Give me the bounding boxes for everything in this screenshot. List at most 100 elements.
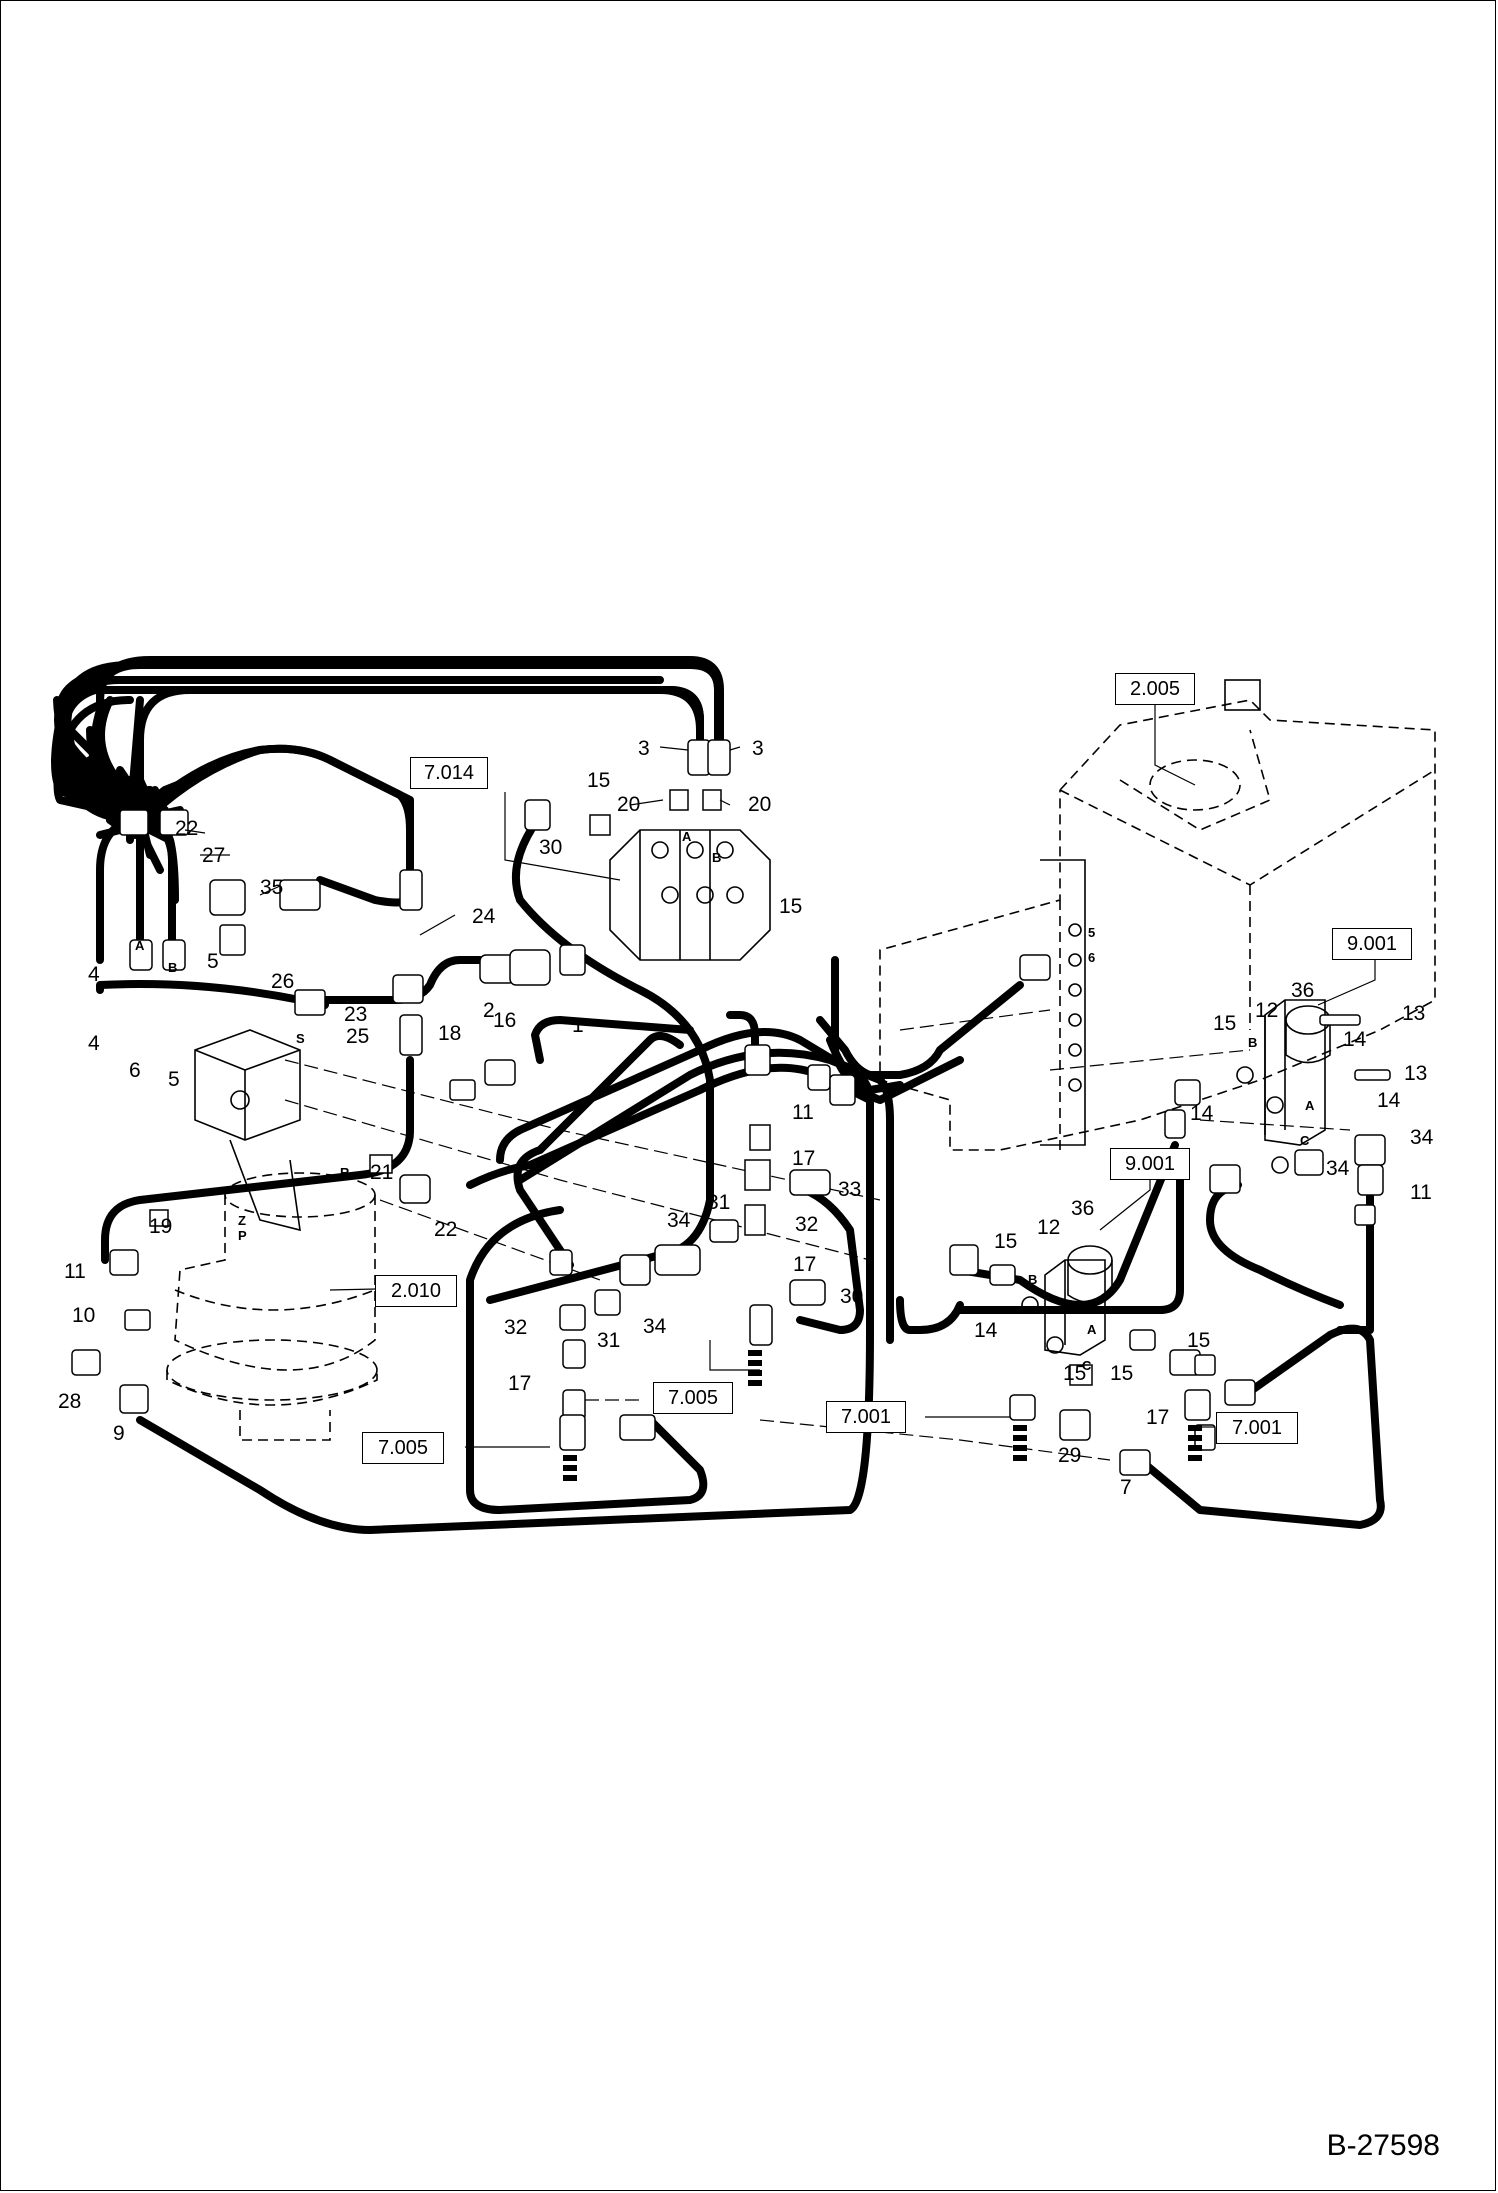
- ref-box-pipe-left: 7.001: [826, 1401, 906, 1433]
- callout-15: 15: [587, 769, 611, 792]
- callout-34: 34: [1326, 1157, 1350, 1180]
- callout-17: 17: [1146, 1406, 1170, 1429]
- tank-bracket: [1040, 679, 1261, 1146]
- callout-23: 23: [344, 1003, 368, 1026]
- callout-4: 4: [88, 963, 100, 986]
- callout-4: 4: [88, 1032, 100, 1055]
- control-valve: [609, 829, 771, 961]
- callout-13: 13: [1402, 1002, 1426, 1025]
- ref-box-hose-left: 7.005: [362, 1432, 444, 1464]
- callout-28: 28: [58, 1390, 82, 1413]
- callout-29: 29: [1058, 1444, 1082, 1467]
- callout-36: 36: [1071, 1197, 1095, 1220]
- callout-5: 5: [207, 950, 219, 973]
- callout-20: 20: [617, 793, 641, 816]
- callout-22: 22: [175, 817, 199, 840]
- callout-15: 15: [779, 895, 803, 918]
- callout-10: 10: [72, 1304, 96, 1327]
- callout-27: 27: [202, 844, 226, 867]
- callout-21: 21: [370, 1161, 394, 1184]
- callout-3: 3: [752, 737, 764, 760]
- callout-11: 11: [1410, 1181, 1432, 1204]
- tank-port-6: 6: [1088, 950, 1096, 965]
- ref-box-solenoid-lower: 9.001: [1110, 1148, 1190, 1180]
- callout-24: 24: [472, 905, 496, 928]
- hydraulic-tank: [879, 699, 1436, 1151]
- callout-2: 2: [483, 999, 495, 1022]
- callout-17: 17: [792, 1147, 816, 1170]
- ref-box-swing-motor: 2.010: [375, 1275, 457, 1307]
- port-label-p: P: [238, 1228, 247, 1243]
- motor-valve-block: [194, 1029, 301, 1232]
- callout-31: 31: [597, 1329, 621, 1352]
- callout-14: 14: [1190, 1102, 1214, 1125]
- callout-31: 31: [707, 1191, 731, 1214]
- valve-port-b: B: [712, 850, 722, 865]
- solenoid-upper-port-b: B: [1248, 1035, 1258, 1050]
- callout-19: 19: [149, 1215, 173, 1238]
- callout-15: 15: [1213, 1012, 1237, 1035]
- port-label-z: Z: [238, 1213, 246, 1228]
- callout-33: 33: [838, 1178, 862, 1201]
- callout-15: 15: [994, 1230, 1018, 1253]
- valve-port-a: A: [682, 829, 692, 844]
- port-label-a: A: [135, 938, 145, 953]
- callout-13: 13: [1404, 1062, 1428, 1085]
- solenoid-valve-upper: [1236, 999, 1331, 1174]
- callout-5: 5: [168, 1068, 180, 1091]
- callout-14: 14: [974, 1319, 998, 1342]
- hoses-final: [96, 744, 1385, 1534]
- callout-30: 30: [539, 836, 563, 859]
- leader-lines: [184, 700, 1376, 1448]
- solenoid-upper-port-a: A: [1305, 1098, 1315, 1113]
- port-label-r: R: [340, 1165, 350, 1180]
- callout-14: 14: [1377, 1089, 1401, 1112]
- drawing-number: B-27598: [1326, 2129, 1440, 2162]
- callout-7: 7: [1120, 1476, 1132, 1499]
- callout-6: 6: [129, 1059, 141, 1082]
- solenoid-lower-port-a: A: [1087, 1322, 1097, 1337]
- fittings: [71, 739, 1391, 1476]
- callout-17: 17: [793, 1253, 817, 1276]
- callout-1: 1: [572, 1014, 584, 1037]
- callout-17: 17: [508, 1372, 532, 1395]
- ref-box-hose-center: 7.005: [653, 1382, 733, 1414]
- port-label-s: S: [296, 1031, 305, 1046]
- callout-20: 20: [748, 793, 772, 816]
- solenoid-lower-port-c: C: [1082, 1358, 1092, 1373]
- callout-11: 11: [792, 1101, 814, 1124]
- callout-16: 16: [493, 1009, 517, 1032]
- ref-box-solenoid-upper: 9.001: [1332, 928, 1412, 960]
- callout-35: 35: [260, 876, 284, 899]
- callout-12: 12: [1037, 1216, 1061, 1239]
- callout-34: 34: [1410, 1126, 1434, 1149]
- callout-14: 14: [1343, 1028, 1367, 1051]
- port-label-b: B: [168, 960, 178, 975]
- callout-34: 34: [667, 1209, 691, 1232]
- solenoid-upper-port-c: C: [1300, 1133, 1310, 1148]
- ref-box-tank: 2.005: [1115, 673, 1195, 705]
- callout-36: 36: [1291, 979, 1315, 1002]
- callout-32: 32: [504, 1316, 528, 1339]
- callout-15: 15: [1110, 1362, 1134, 1385]
- callout-34: 34: [643, 1315, 667, 1338]
- callout-3: 3: [638, 737, 650, 760]
- ref-box-control-valve: 7.014: [410, 757, 488, 789]
- callout-15: 15: [1187, 1329, 1211, 1352]
- callout-18: 18: [438, 1022, 462, 1045]
- callout-30: 30: [840, 1285, 864, 1308]
- callout-26: 26: [271, 970, 295, 993]
- hose-end-markers: [563, 1350, 1202, 1481]
- tank-port-5: 5: [1088, 925, 1096, 940]
- callout-32: 32: [795, 1213, 819, 1236]
- swing-motor: [166, 1172, 378, 1441]
- solenoid-lower-port-b: B: [1028, 1272, 1038, 1287]
- callout-25: 25: [346, 1025, 370, 1048]
- callout-12: 12: [1255, 999, 1279, 1022]
- callout-22: 22: [434, 1218, 458, 1241]
- ref-box-pipe-right: 7.001: [1216, 1412, 1298, 1444]
- callout-11: 11: [64, 1260, 86, 1283]
- callout-15: 15: [1063, 1362, 1087, 1385]
